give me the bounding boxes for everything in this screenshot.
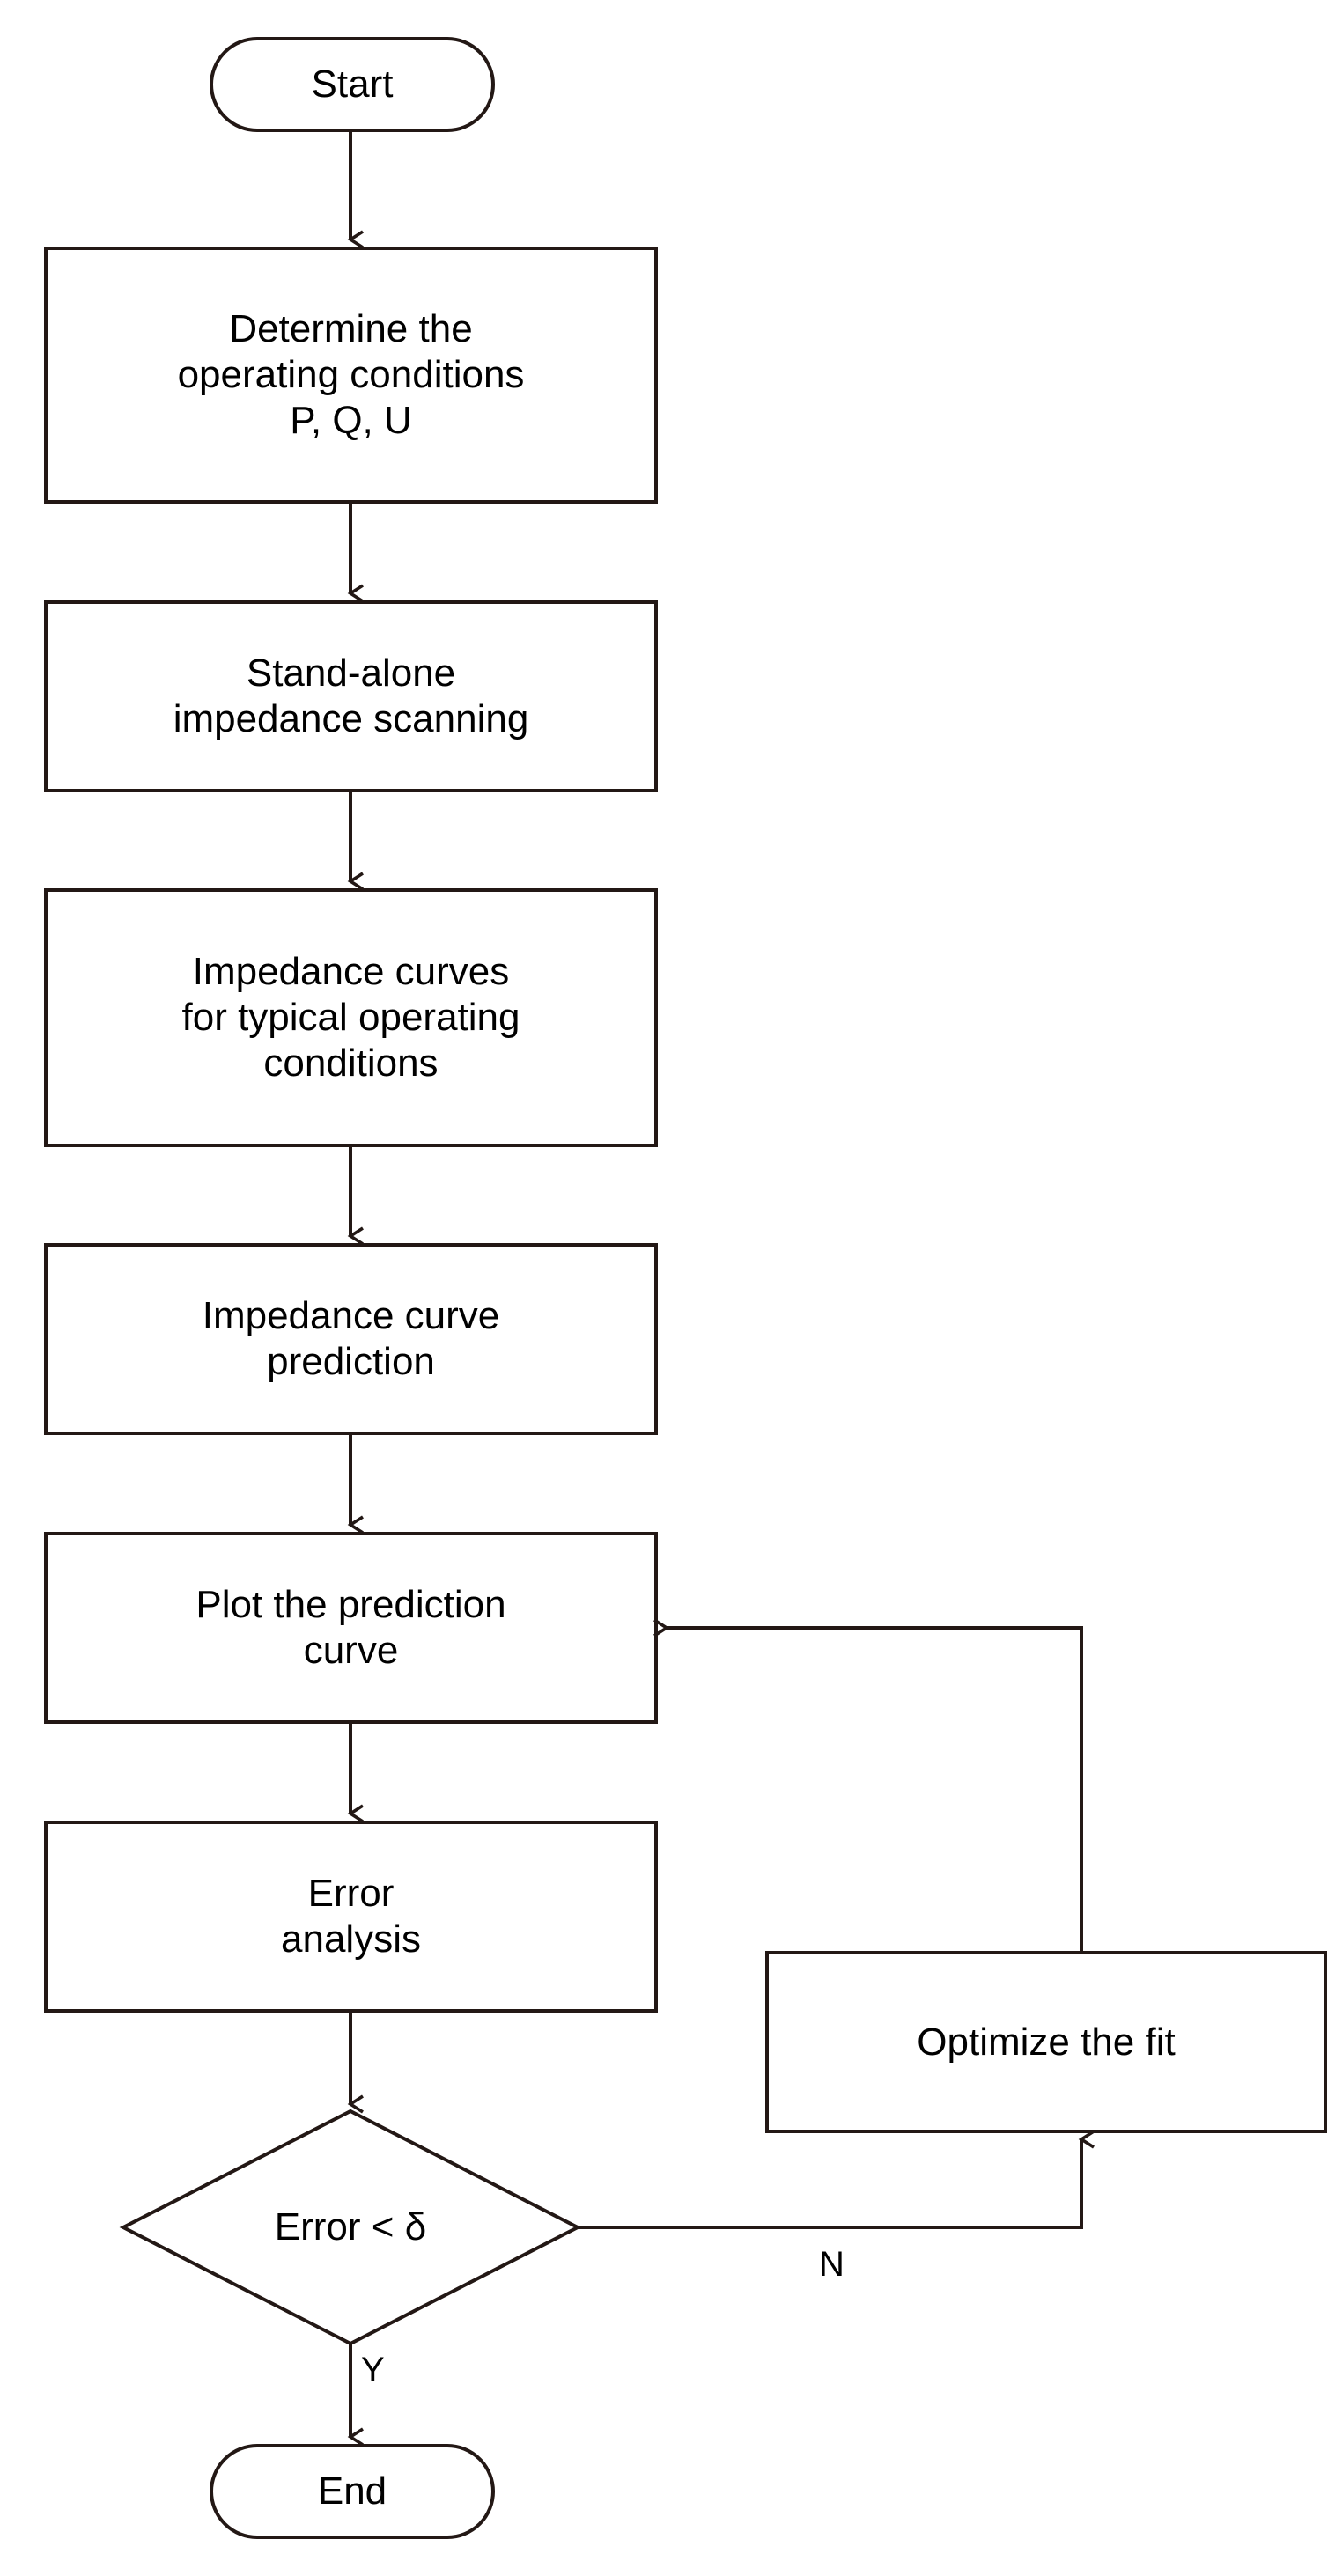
edge-decision-no-to-optimize	[578, 2130, 1095, 2229]
node-start-shape	[210, 37, 495, 132]
edge-label-no: N	[819, 2245, 845, 2284]
node-error-shape	[44, 1821, 658, 2013]
node-determine-shape	[44, 247, 658, 504]
node-decision-shape	[119, 2109, 582, 2346]
node-predict-shape	[44, 1243, 658, 1435]
node-end-shape	[210, 2444, 495, 2539]
node-plot-shape	[44, 1532, 658, 1724]
node-scan-shape	[44, 600, 658, 792]
node-optimize-shape	[765, 1951, 1327, 2133]
node-curves-shape	[44, 888, 658, 1147]
edge-optimize-to-plot	[653, 1618, 1083, 1953]
edge-label-yes: Y	[361, 2351, 385, 2389]
